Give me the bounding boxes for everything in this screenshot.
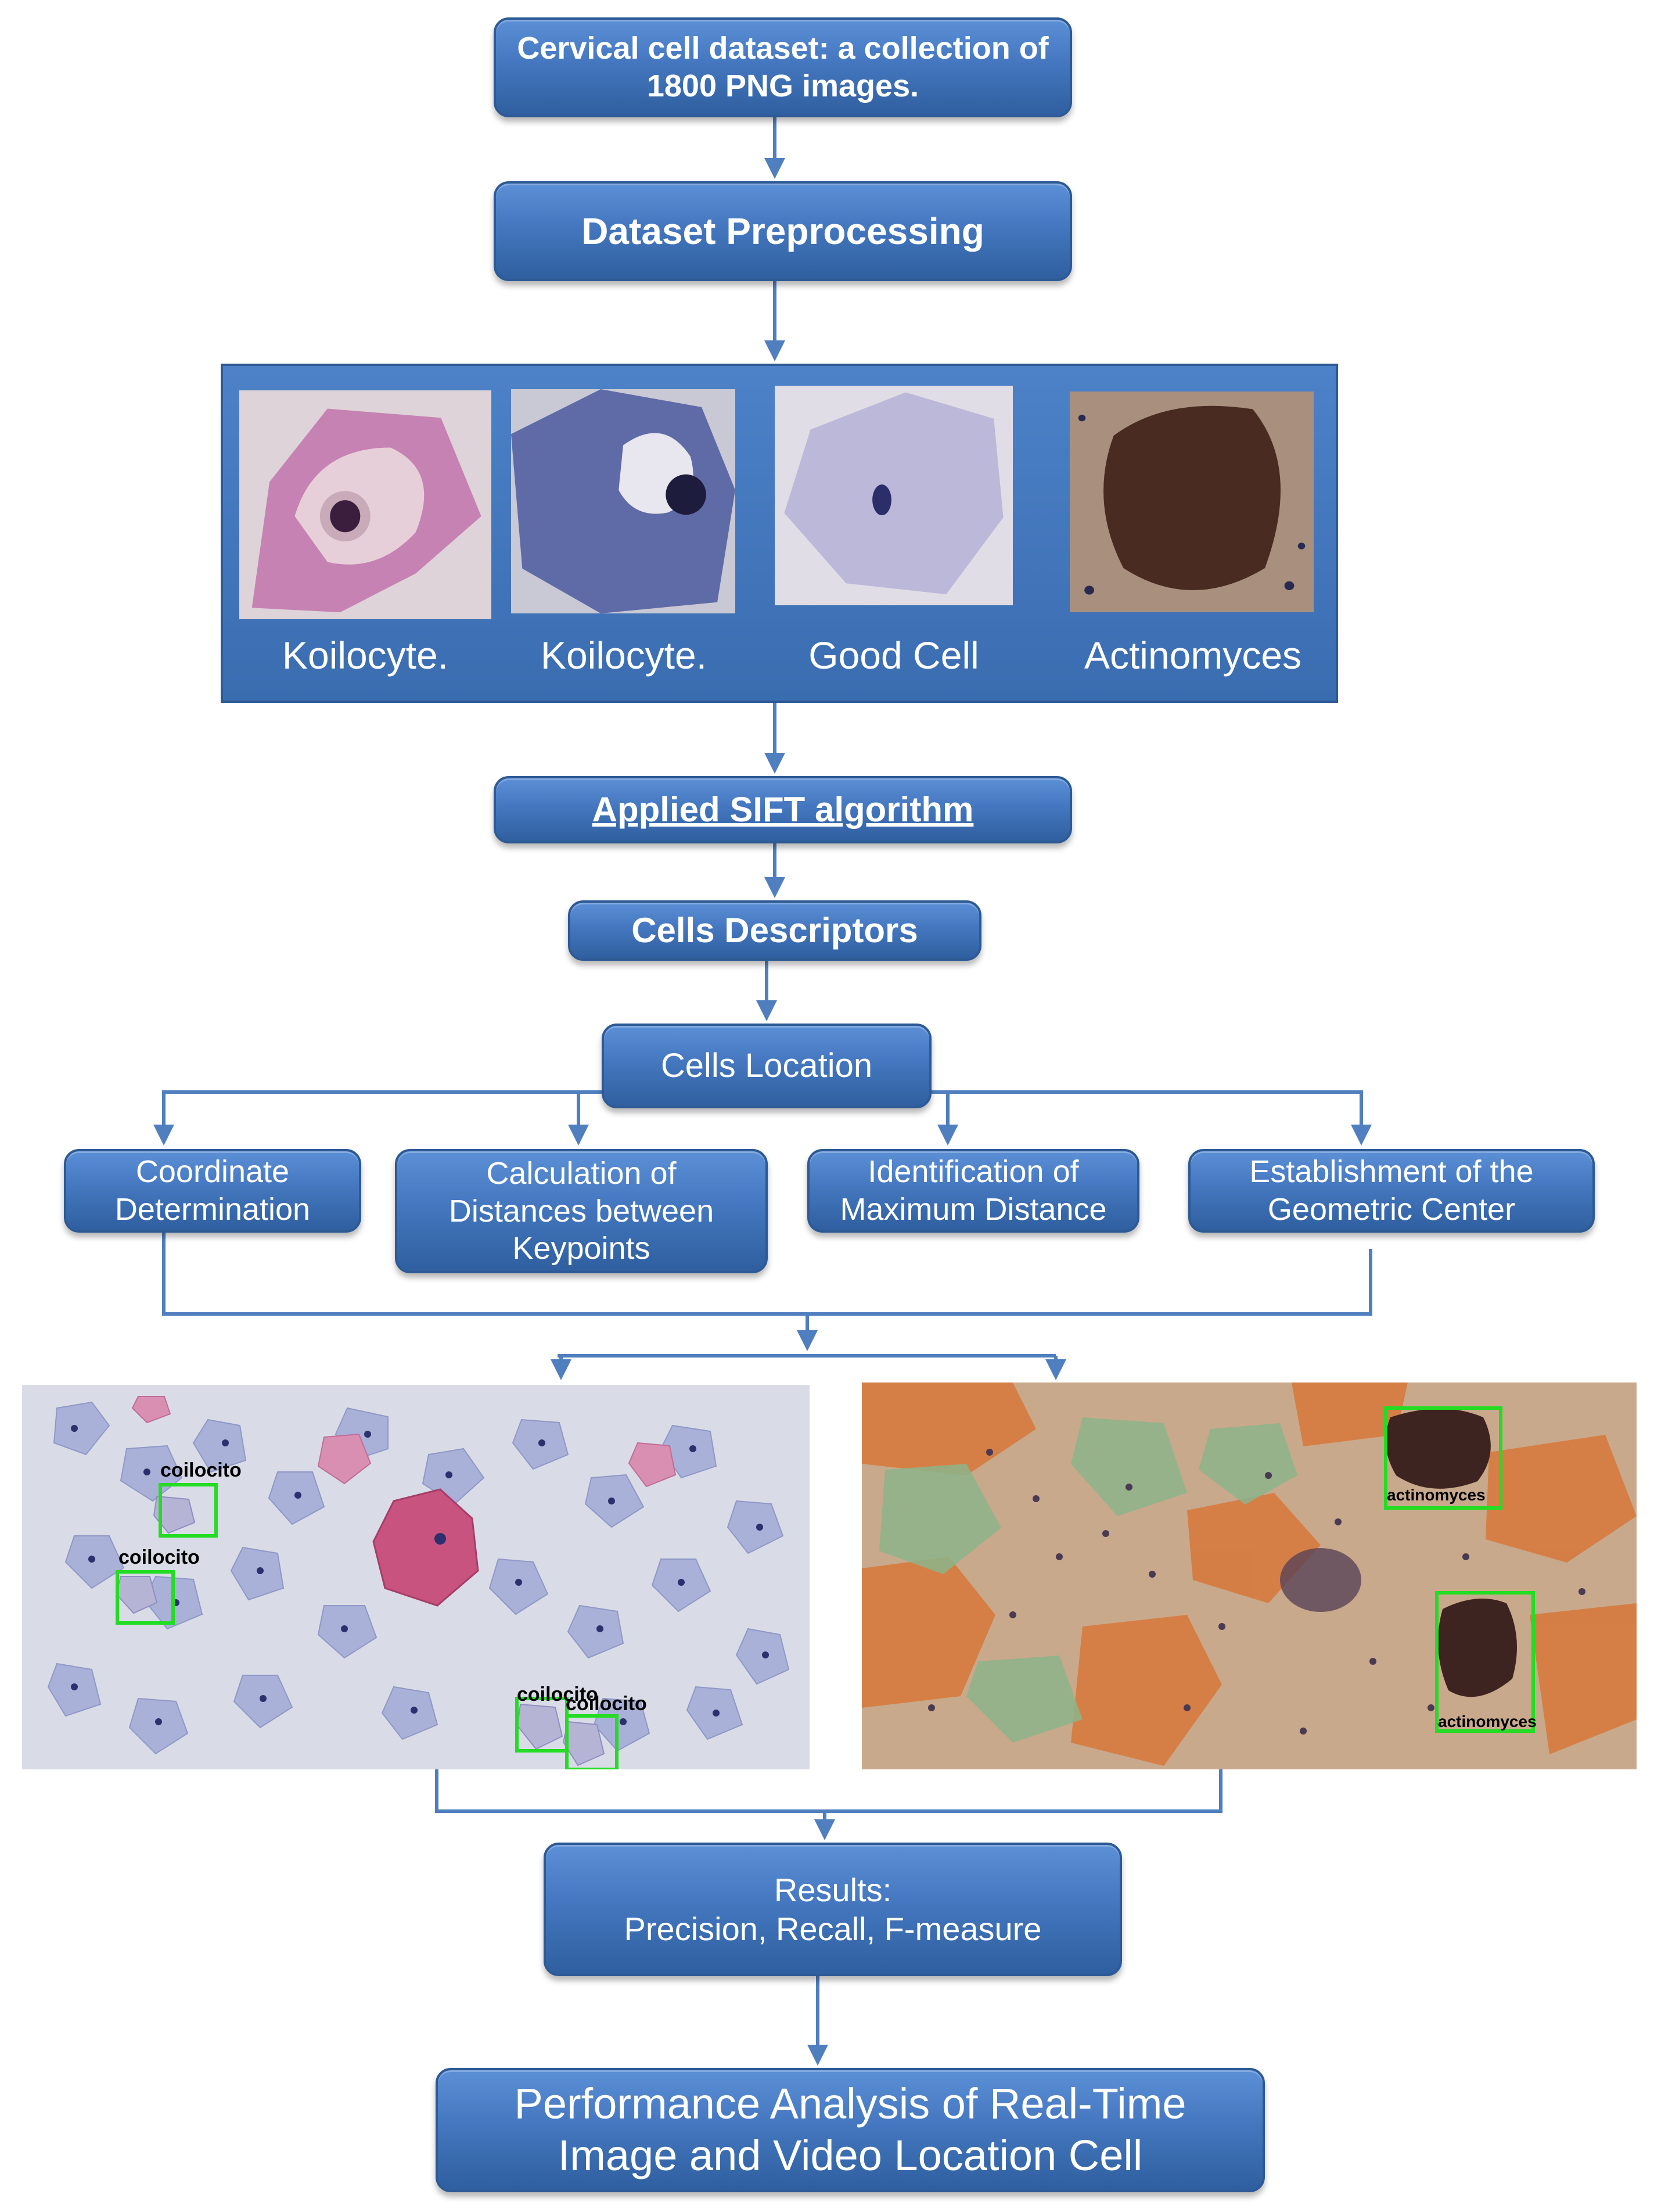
sift-box: Applied SIFT algorithm xyxy=(494,776,1072,843)
coordinate-text: Coordinate Determination xyxy=(114,1154,311,1227)
max-distance-box: Identification of Maximum Distance xyxy=(807,1149,1139,1233)
actinomyces-detection-image: actinomyces actinomyces xyxy=(862,1382,1637,1769)
location-text: Cells Location xyxy=(660,1047,873,1085)
merge-line-steps xyxy=(162,1233,1372,1316)
cell-label-good-cell: Good Cell xyxy=(808,634,979,677)
distances-text: Calculation of Distances between Keypoin… xyxy=(448,1155,714,1266)
cell-label-koilocyte-1: Koilocyte. xyxy=(282,634,449,677)
sift-text: Applied SIFT algorithm xyxy=(592,790,974,829)
koilocyte-blue-cell-image xyxy=(511,389,735,613)
detection-box-actinomyces-2 xyxy=(1435,1591,1535,1733)
max-distance-text: Identification of Maximum Distance xyxy=(840,1154,1107,1227)
detection-label-actinomyces-1: actinomyces xyxy=(1387,1486,1486,1504)
detection-boxes-left xyxy=(116,1483,619,1769)
location-box: Cells Location xyxy=(602,1024,932,1108)
dataset-box: Cervical cell dataset: a collection of 1… xyxy=(494,17,1072,117)
results-box: Results: Precision, Recall, F-measure xyxy=(544,1843,1122,1976)
preprocessing-text: Dataset Preprocessing xyxy=(581,210,984,252)
results-text: Results: Precision, Recall, F-measure xyxy=(624,1871,1042,1947)
cell-examples-panel: Koilocyte. Koilocyte. Good Cell Actinomy… xyxy=(221,364,1338,703)
detection-box-4 xyxy=(565,1714,619,1769)
distances-box: Calculation of Distances between Keypoin… xyxy=(395,1149,768,1273)
preprocessing-box: Dataset Preprocessing xyxy=(494,181,1072,281)
coordinate-box: Coordinate Determination xyxy=(64,1149,361,1233)
arrow-location-to-coordinate xyxy=(153,1090,602,1146)
detection-box-actinomyces-1 xyxy=(1384,1406,1502,1510)
cell-label-actinomyces: Actinomyces xyxy=(1084,634,1302,677)
merge-line-images xyxy=(435,1769,1222,1813)
detection-label-2: coilocito xyxy=(118,1546,200,1568)
detection-boxes-right xyxy=(1384,1406,1535,1733)
detection-box-1 xyxy=(159,1483,218,1538)
detection-label-3: coilocito xyxy=(517,1683,598,1705)
descriptors-text: Cells Descriptors xyxy=(631,911,918,950)
koilocyte-pink-cell-image xyxy=(239,390,491,619)
dataset-text: Cervical cell dataset: a collection of 1… xyxy=(517,31,1049,103)
arrow-location-to-geocenter xyxy=(932,1090,1372,1146)
detection-label-1: coilocito xyxy=(160,1459,242,1481)
descriptors-box: Cells Descriptors xyxy=(568,900,981,961)
geometric-center-box: Establishment of the Geometric Center xyxy=(1188,1149,1595,1233)
detection-label-actinomyces-2: actinomyces xyxy=(1438,1712,1537,1730)
performance-box: Performance Analysis of Real-Time Image … xyxy=(436,2068,1265,2192)
actinomyces-image xyxy=(1070,392,1314,612)
good-cell-image xyxy=(775,386,1013,605)
detection-box-2 xyxy=(116,1570,175,1625)
geometric-center-text: Establishment of the Geometric Center xyxy=(1249,1154,1534,1227)
detection-label-4: coilocito xyxy=(566,1693,647,1715)
performance-text: Performance Analysis of Real-Time Image … xyxy=(514,2080,1186,2179)
koilocyte-detection-image: coilocito coilocito coilocito coilocito xyxy=(22,1385,810,1769)
cell-label-koilocyte-2: Koilocyte. xyxy=(540,634,707,677)
